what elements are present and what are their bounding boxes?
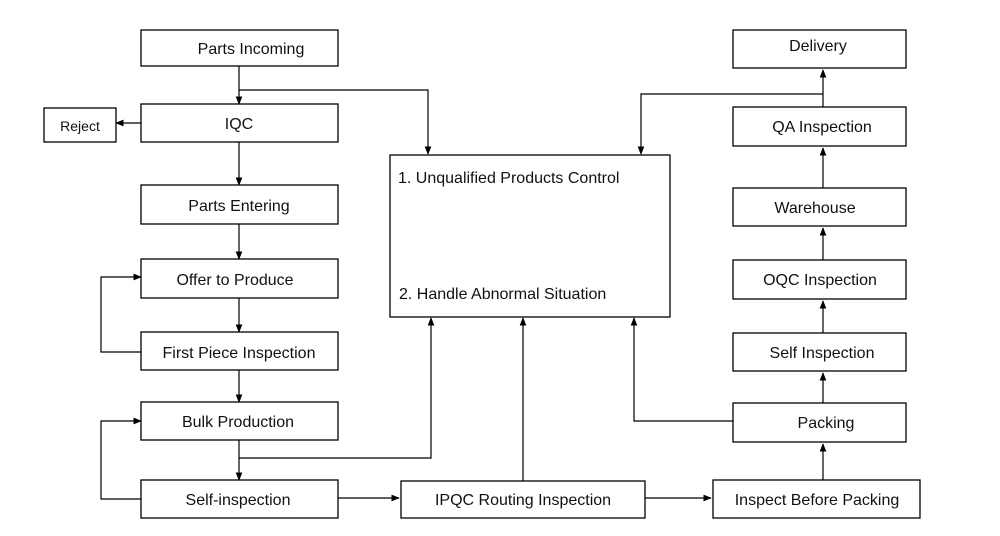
- loop-first-piece-to-offer: [100, 273, 142, 353]
- reject-label: Reject: [60, 118, 100, 134]
- control-line-2: 2. Handle Abnormal Situation: [399, 286, 606, 303]
- node-delivery: Delivery: [732, 29, 907, 69]
- node-bulk-production: Bulk Production: [140, 401, 339, 441]
- connectors: [100, 66, 827, 502]
- offer-to-produce-label: Offer to Produce: [176, 272, 293, 289]
- node-first-piece-inspection: First Piece Inspection: [140, 331, 339, 371]
- node-qa-inspection: QA Inspection: [732, 106, 907, 147]
- self-inspection-right-label: Self Inspection: [770, 345, 875, 362]
- self-inspection-left-label: Self-inspection: [186, 492, 291, 509]
- oqc-inspection-label: OQC Inspection: [763, 272, 877, 289]
- parts-incoming-label: Parts Incoming: [198, 41, 305, 58]
- ipqc-routing-inspection-label: IPQC Routing Inspection: [435, 492, 611, 509]
- node-parts-entering: Parts Entering: [140, 184, 339, 225]
- node-oqc-inspection: OQC Inspection: [732, 259, 907, 300]
- iqc-label: IQC: [225, 116, 253, 133]
- bulk-production-label: Bulk Production: [182, 414, 294, 431]
- parts-entering-label: Parts Entering: [188, 198, 289, 215]
- loop-self-inspection-to-bulk: [100, 417, 142, 500]
- arrow-bulk-to-control: [239, 317, 435, 459]
- inspect-before-packing-label: Inspect Before Packing: [735, 492, 900, 509]
- node-self-inspection-right: Self Inspection: [732, 332, 907, 372]
- node-iqc: IQC: [140, 103, 339, 143]
- control-line-1: 1. Unqualified Products Control: [398, 170, 619, 187]
- node-reject: Reject: [43, 107, 117, 143]
- node-control-box: 1. Unqualified Products Control 2. Handl…: [389, 154, 671, 318]
- node-inspect-before-packing: Inspect Before Packing: [712, 479, 921, 519]
- delivery-label: Delivery: [789, 38, 847, 55]
- node-warehouse: Warehouse: [732, 187, 907, 227]
- node-offer-to-produce: Offer to Produce: [140, 258, 339, 299]
- arrow-delivery-to-control: [637, 93, 823, 155]
- node-packing: Packing: [732, 402, 907, 443]
- warehouse-label: Warehouse: [774, 200, 855, 217]
- node-self-inspection-left: Self-inspection: [140, 479, 339, 519]
- arrow-packing-to-control: [630, 317, 733, 422]
- node-ipqc-routing-inspection: IPQC Routing Inspection: [400, 480, 646, 519]
- first-piece-inspection-label: First Piece Inspection: [163, 345, 316, 362]
- arrow-incoming-to-control: [239, 89, 432, 155]
- packing-label: Packing: [798, 415, 855, 432]
- qa-inspection-label: QA Inspection: [772, 119, 872, 136]
- node-parts-incoming: Parts Incoming: [140, 29, 339, 67]
